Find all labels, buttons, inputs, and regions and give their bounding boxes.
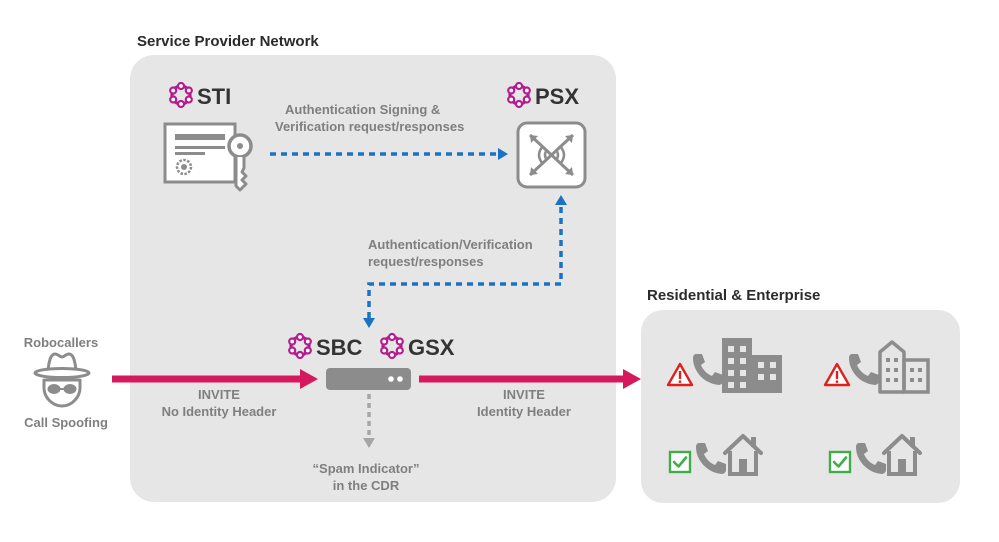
invite-left-label-line2: No Identity Header [162,404,277,419]
office-building-icon [878,340,930,394]
auth-signing-label-line1: Authentication Signing & [285,102,440,117]
invite-right-label-line2: Identity Header [477,404,571,419]
invite-right-label-line1: INVITE [503,387,545,402]
auth-verif-label-line2: request/responses [368,254,484,269]
sti-label: STI [197,84,231,109]
sbc-psx-dotted-connector [363,195,567,328]
checkbox-checked-icon [828,450,852,474]
invite-right-arrow [419,369,641,389]
auth-verif-label-line1: Authentication/Verification [368,237,533,252]
sbc-label: SBC [316,335,363,360]
spam-indicator-dotted-arrow [363,394,375,448]
invite-left-arrow [112,369,318,389]
spam-indicator-label-line2: in the CDR [333,478,400,493]
certificate-key-icon [163,122,253,192]
network-appliance-icon [326,368,411,390]
invite-left-label-line1: INVITE [198,387,240,402]
auth-signing-label-line2: Verification request/responses [275,119,464,134]
service-provider-panel [130,55,616,502]
spy-hat-glasses-icon [33,352,91,408]
psx-label: PSX [535,84,579,109]
routing-switch-icon [516,121,587,189]
gsx-label: GSX [408,335,455,360]
call-spoofing-label: Call Spoofing [24,415,108,430]
spam-indicator-label-line1: “Spam Indicator” [313,461,420,476]
endpoint-enterprise-warning [666,338,782,393]
robocallers-label: Robocallers [24,335,98,350]
office-building-icon [722,338,782,393]
sti-psx-dotted-arrow [270,148,508,160]
service-provider-title: Service Provider Network [137,33,319,50]
residential-enterprise-title: Residential & Enterprise [647,287,820,304]
endpoint-business-warning [823,340,930,394]
checkbox-checked-icon [668,450,692,474]
